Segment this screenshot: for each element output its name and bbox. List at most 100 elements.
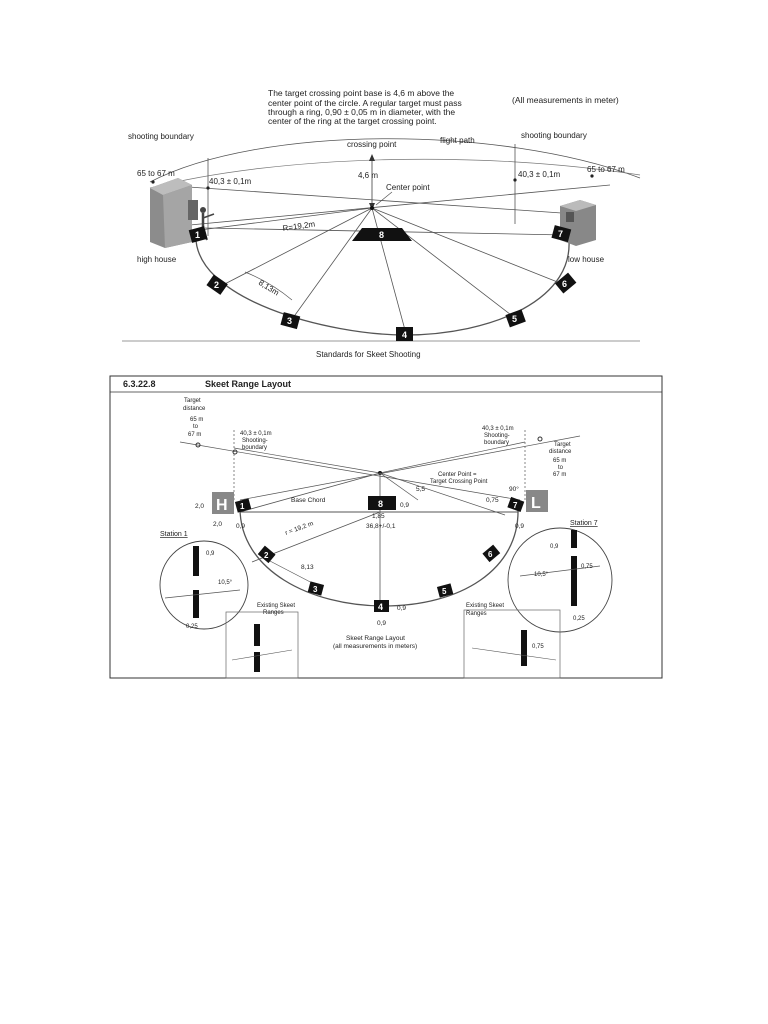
- header-note-line-1: The target crossing point base is 4,6 m …: [268, 88, 454, 98]
- existing-right-line: [471, 647, 557, 661]
- boundary-link-right: [379, 441, 526, 474]
- target-distance-right-4: to: [558, 465, 564, 471]
- existing-right-pad: [521, 630, 527, 666]
- station-4-pad: 4: [374, 600, 389, 612]
- section-title: Skeet Range Layout: [205, 379, 291, 389]
- boundary-left-2: Shooting-: [242, 438, 268, 444]
- high-house-label: high house: [137, 255, 177, 264]
- crossing-point-label: crossing point: [347, 140, 397, 149]
- station-7-detail-pad-a: [571, 530, 577, 548]
- center-point-label-2: Target Crossing Point: [430, 479, 488, 485]
- dim-8-13: 8,13: [301, 564, 314, 571]
- station-3-pad: 3: [280, 312, 301, 330]
- target-distance-left-5: 67 m: [188, 432, 201, 438]
- header-note-line-2: center point of the circle. A regular ta…: [268, 98, 462, 108]
- station-7-label: 7: [513, 501, 518, 510]
- boundary-link-left: [233, 447, 381, 474]
- existing-left-box: [225, 611, 299, 679]
- station-7-dim-b: 0,75: [581, 564, 593, 570]
- low-house-box: [526, 490, 548, 512]
- boundary-right-marker: [537, 436, 543, 442]
- target-distance-left-3: 65 m: [190, 417, 203, 423]
- existing-left-label-2: Ranges: [263, 610, 284, 616]
- station-5-pad: 5: [505, 309, 526, 328]
- boundary-left-marker: [232, 449, 238, 455]
- station-1-detail-label: Station 1: [160, 531, 188, 538]
- radius-line: [199, 207, 373, 231]
- shooting-boundary-right-label: shooting boundary: [521, 131, 587, 140]
- boundary-right-1: 40,3 ± 0,1m: [482, 426, 514, 432]
- center-point-label-1: Center Point =: [438, 472, 477, 478]
- center-point-label: Center point: [386, 183, 430, 192]
- flight-path-label: flight path: [440, 136, 475, 145]
- units-note: (All measurements in meter): [512, 95, 619, 105]
- boundary-left-label: 40,3 ± 0,1m: [209, 177, 252, 186]
- station-1-angle: 10,5°: [218, 580, 233, 586]
- target-distance-left-1: Target: [184, 398, 201, 404]
- high-house-box: [212, 492, 234, 514]
- target-line-2: [189, 184, 611, 226]
- existing-right-label-2: Ranges: [466, 611, 487, 617]
- bottom-diagram: 6.3.22.8 Skeet Range Layout H L 1 2 3 4 …: [109, 375, 663, 679]
- existing-right-box: [463, 609, 561, 679]
- station-5-label: 5: [442, 587, 447, 596]
- center-to-6-line: [371, 207, 566, 286]
- station-1-detail-pad-b: [193, 590, 199, 618]
- center-to-3-line: [289, 207, 373, 323]
- header-note-line-4: center of the ring at the target crossin…: [268, 116, 437, 126]
- existing-left-label-1: Existing Skeet: [257, 603, 295, 609]
- existing-left-pad-a: [254, 624, 260, 646]
- low-house-label: L: [531, 495, 541, 512]
- existing-right-label-1: Existing Skeet: [466, 603, 504, 609]
- boundary-right-2: Shooting-: [484, 433, 510, 439]
- shooting-boundary-left-label: shooting boundary: [128, 132, 194, 141]
- existing-right-dim: 0,75: [532, 644, 544, 650]
- target-line-right: [239, 435, 581, 501]
- angle-90: 90°: [509, 485, 519, 493]
- dim-0-75: 0,75: [486, 497, 499, 504]
- station-8-pad: 8: [368, 496, 396, 510]
- station-1-dim-a: 0,9: [206, 551, 215, 557]
- center-to-7-line: [379, 472, 506, 516]
- station-1-pad: 1: [234, 498, 252, 513]
- base-chord-diag: [239, 472, 381, 513]
- top-diagram: The target crossing point base is 4,6 m …: [122, 88, 641, 359]
- center-point-leader: [375, 191, 393, 206]
- center-to-5-5-line: [379, 472, 419, 501]
- station-1-dim-b: 0,25: [186, 624, 198, 630]
- dim-station-4-vertical: 0,9: [397, 605, 406, 612]
- target-distance-right-2: distance: [549, 449, 572, 455]
- station-8-label: 8: [379, 230, 384, 240]
- target-line-1: [159, 184, 591, 216]
- layout-caption-2: (all measurements in meters): [333, 643, 417, 650]
- station-4-pad: 4: [396, 327, 413, 341]
- dim-1-85: 1,85: [372, 513, 385, 520]
- station-3-label: 3: [313, 585, 318, 594]
- station-1-detail-pad-a: [193, 546, 199, 576]
- station-6-label: 6: [488, 550, 493, 559]
- station-8-pad: [352, 228, 412, 241]
- top-caption: Standards for Skeet Shooting: [316, 350, 421, 359]
- station-1-label: 1: [195, 230, 200, 240]
- station-2-pad: 2: [257, 545, 276, 564]
- station-7-angle: 10,5°: [534, 572, 549, 578]
- dim-2-0-vertical: 2,0: [195, 503, 204, 510]
- station-1-detail-circle: [159, 540, 249, 630]
- flight-path-arc: [149, 138, 641, 183]
- distance-right-label: 65 to 67 m: [587, 165, 625, 174]
- low-house-label: low house: [568, 255, 605, 264]
- station-5-pad: 5: [436, 583, 454, 598]
- flight-path-arc-lower: [149, 158, 641, 189]
- station-2-label: 2: [264, 551, 269, 560]
- crossing-arrow-up: [369, 154, 375, 161]
- target-distance-right-1: Target: [554, 442, 571, 448]
- dim-station-4-horizontal: 0,9: [377, 620, 386, 627]
- station-6-pad: 6: [555, 272, 577, 294]
- station-3-label: 3: [287, 316, 292, 326]
- dim-0-9-left: 0,9: [236, 523, 245, 530]
- existing-left-pad-b: [254, 652, 260, 672]
- station-7-detail-line: [519, 565, 601, 577]
- target-distance-left-marker: [195, 442, 201, 448]
- target-distance-left-4: to: [193, 424, 199, 430]
- station-3-pad: 3: [307, 581, 325, 596]
